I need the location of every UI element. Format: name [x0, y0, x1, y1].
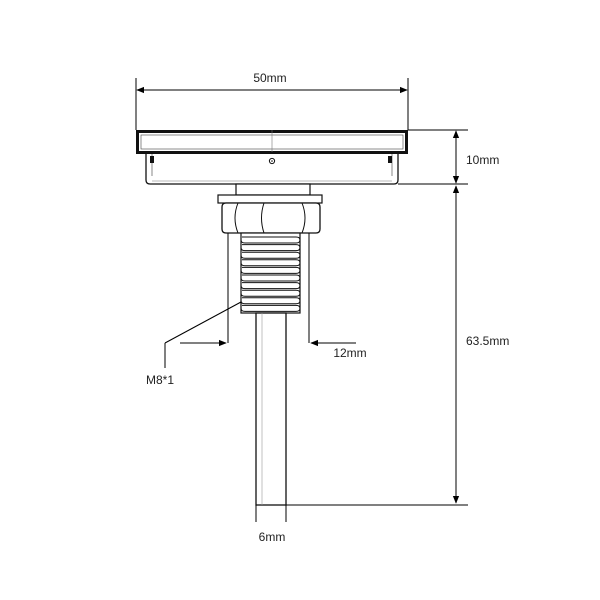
thread-ridge: [240, 266, 301, 274]
thread-ridge: [240, 251, 301, 259]
probe-stem: [255, 312, 287, 506]
hex-face-line: [301, 202, 306, 234]
screw-icon: [268, 157, 276, 165]
washer: [217, 194, 323, 204]
stem-diameter-label: 6mm: [259, 530, 286, 544]
thread-ridge: [240, 259, 301, 267]
dimension-stem-diameter: 6mm: [255, 505, 287, 544]
dial-head: [136, 130, 408, 185]
thread-ridge: [240, 244, 301, 252]
stem-length-label: 63.5mm: [466, 334, 509, 348]
threaded-section: [240, 232, 301, 314]
diameter-label: 50mm: [253, 71, 286, 85]
thread-ridge: [240, 289, 301, 297]
case-tab: [388, 156, 392, 163]
callout-thread: M8*1: [146, 301, 242, 387]
thread-ridge: [240, 304, 301, 312]
hex-nut: [221, 202, 321, 234]
thread-ridge: [240, 274, 301, 282]
case-tab: [150, 156, 154, 163]
thread-ridge: [240, 282, 301, 290]
screw-center: [271, 160, 273, 162]
head-height-label: 10mm: [466, 153, 499, 167]
hex-face-line: [261, 202, 265, 234]
leader-line: [164, 301, 242, 344]
thread-ridge: [240, 297, 301, 305]
hex-face-line: [234, 202, 239, 234]
dimension-diameter: 50mm: [135, 71, 409, 130]
thread-spec-label: M8*1: [146, 373, 174, 387]
hex-width-label: 12mm: [333, 346, 366, 360]
mounting-nut: [217, 183, 323, 234]
thread-ridge: [240, 236, 301, 244]
dimension-hex-width: 12mm: [180, 233, 367, 360]
stem-body: [255, 312, 287, 506]
neck: [235, 183, 311, 196]
dimension-stem-length: 63.5mm: [286, 185, 509, 506]
dimension-head-height: 10mm: [398, 129, 499, 185]
